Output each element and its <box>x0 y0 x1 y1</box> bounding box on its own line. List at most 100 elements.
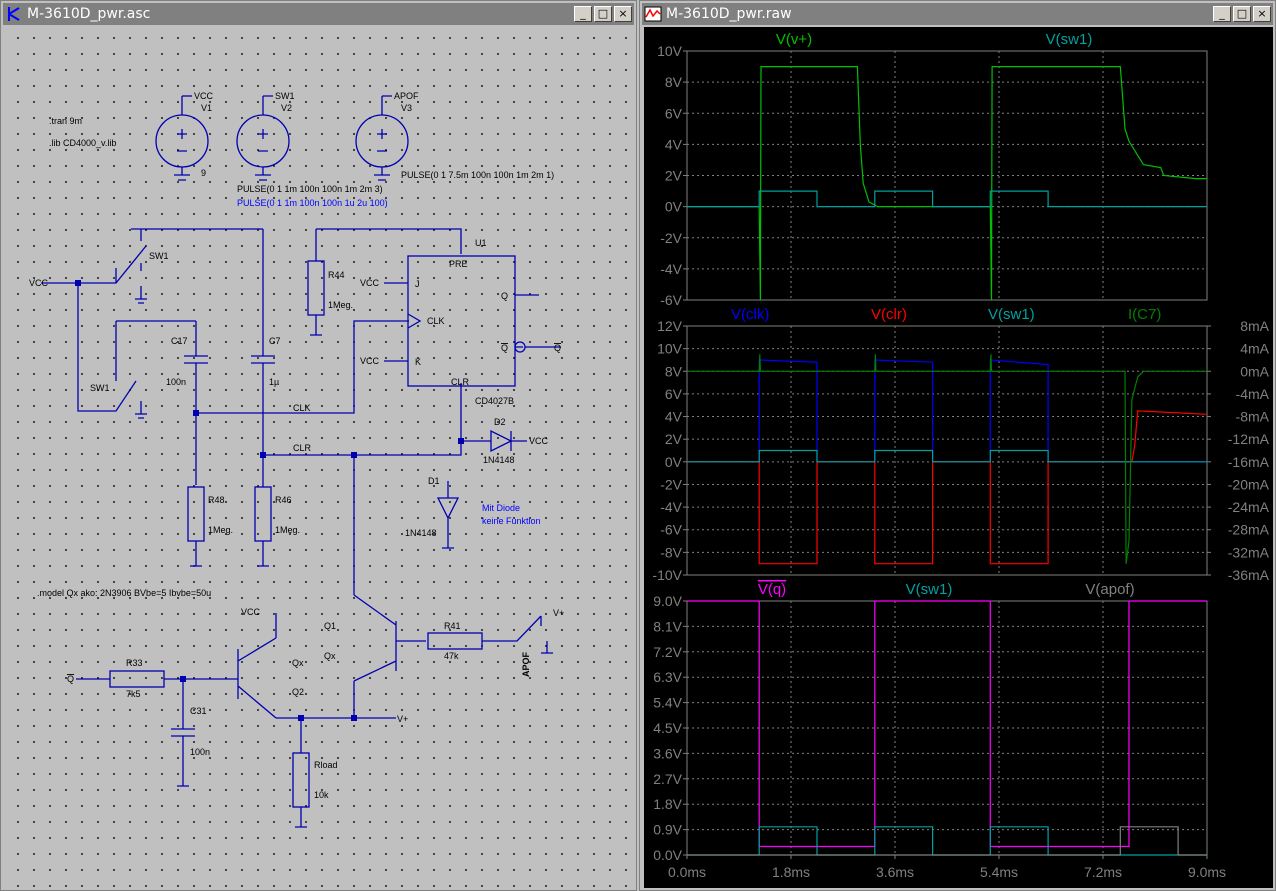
trace-i-c7[interactable] <box>687 354 1207 564</box>
minimize-button[interactable]: _ <box>1213 6 1231 22</box>
close-button[interactable]: × <box>1253 6 1271 22</box>
trace-label[interactable]: V(q) <box>758 581 786 598</box>
trace-v-sw1[interactable] <box>687 190 1207 208</box>
close-button[interactable]: × <box>614 6 632 22</box>
v3-name: V3 <box>401 103 412 113</box>
resistor-r48[interactable] <box>187 486 205 567</box>
u1-pin-qbar: Q <box>501 343 508 353</box>
switch-sw1-top[interactable] <box>41 228 263 304</box>
resistor-r46[interactable] <box>254 486 272 567</box>
u1-pin-k: K <box>415 357 421 367</box>
trace-v-apof[interactable] <box>687 826 1207 856</box>
y-tick-label: -4V <box>660 261 682 277</box>
resistor-r33[interactable] <box>76 670 238 688</box>
x-tick-label: 0.0ms <box>668 864 706 880</box>
net-label-vcc-d2: VCC <box>529 436 549 446</box>
resistor-r41[interactable] <box>427 615 553 654</box>
maximize-button[interactable]: □ <box>1233 6 1251 22</box>
directive-model[interactable]: .model Qx ako: 2N3906 BVbe=5 Ibvbe=50u <box>37 588 211 598</box>
capacitor-c7[interactable] <box>251 229 275 455</box>
waveform-pane-2[interactable]: 12V10V8V6V4V2V0V-2V-4V-6V-8V-10V8mA4mA0m… <box>652 306 1269 583</box>
trace-label[interactable]: V(sw1) <box>906 581 953 598</box>
u1-name: U1 <box>475 238 487 248</box>
y-tick-label: -6V <box>660 292 682 308</box>
y-tick-label: 2V <box>665 431 683 447</box>
q1-name: Q1 <box>324 621 336 631</box>
y-tick-label: -2V <box>660 230 682 246</box>
net-label-vplus: V+ <box>397 714 408 724</box>
y-tick-label: 6V <box>665 386 683 402</box>
r33-name: R33 <box>126 658 143 668</box>
trace-v-sw1[interactable] <box>687 449 1207 463</box>
trace-v-q[interactable] <box>687 600 1207 848</box>
y2-tick-label: 4mA <box>1240 341 1269 357</box>
transistor-q2[interactable] <box>237 613 396 753</box>
schematic-window[interactable]: M-3610D_pwr.asc _ □ × <box>0 0 637 891</box>
directive-tran[interactable]: .tran 9m <box>49 116 82 126</box>
y-tick-label: 4.5V <box>653 720 682 736</box>
trace-label[interactable]: V(apof) <box>1085 581 1134 598</box>
resistor-r44[interactable] <box>307 228 462 336</box>
waveform-svg[interactable]: 10V8V6V4V2V0V-2V-4V-6VV(v+)V(sw1)12V10V8… <box>644 27 1273 888</box>
x-tick-label: 1.8ms <box>772 864 810 880</box>
c7-name: C7 <box>269 336 281 346</box>
net-label-clr: CLR <box>293 443 312 453</box>
trace-label[interactable]: V(clr) <box>871 306 907 323</box>
capacitor-c17[interactable] <box>184 321 208 413</box>
y-tick-label: 7.2V <box>653 644 682 660</box>
directive-lib[interactable]: .lib CD4000_v.lib <box>49 138 116 148</box>
c17-name: C17 <box>171 336 188 346</box>
maximize-button[interactable]: □ <box>594 6 612 22</box>
y-tick-label: 10V <box>657 341 683 357</box>
net-label-clk: CLK <box>293 403 311 413</box>
trace-v-clk[interactable] <box>687 359 1207 463</box>
schematic-canvas[interactable]: .tran 9m .lib CD4000_v.lib .model Qx ako… <box>5 27 634 888</box>
trace-label[interactable]: V(clk) <box>731 306 769 323</box>
trace-v-v[interactable] <box>687 65 1207 301</box>
schematic-titlebar[interactable]: M-3610D_pwr.asc _ □ × <box>3 3 634 25</box>
schematic-window-title: M-3610D_pwr.asc <box>27 6 151 22</box>
r44-name: R44 <box>328 270 345 280</box>
r48-value: 1Meg. <box>208 525 233 535</box>
diode-d1[interactable] <box>436 481 460 549</box>
u1-pin-pre: PRE <box>449 259 468 269</box>
trace-label[interactable]: I(C7) <box>1128 306 1161 323</box>
resistor-rload[interactable] <box>292 752 310 828</box>
trace-label[interactable]: V(sw1) <box>1046 31 1093 48</box>
schematic-app-icon <box>8 7 20 21</box>
y-tick-label: -4V <box>660 499 682 515</box>
capacitor-c31[interactable] <box>171 679 195 787</box>
trace-label[interactable]: V(v+) <box>776 31 812 48</box>
y-tick-label: 3.6V <box>653 745 682 761</box>
sw1-top-label: SW1 <box>149 251 169 261</box>
v2-alt-value: PULSE(0 1 1m 100n 100n 1u 2u 100) <box>237 198 388 208</box>
r41-name: R41 <box>444 621 461 631</box>
minimize-button[interactable]: _ <box>574 6 592 22</box>
comment-line1: Mit Diode <box>482 503 520 513</box>
trace-v-sw1[interactable] <box>687 826 1207 856</box>
diode-d2[interactable] <box>461 429 527 453</box>
y-tick-label: 4V <box>665 136 683 152</box>
net-label-qbar-out: Q <box>554 343 561 353</box>
d1-name: D1 <box>428 476 440 486</box>
schematic-drawing[interactable]: .tran 9m .lib CD4000_v.lib .model Qx ako… <box>5 27 634 888</box>
net-label-sw1: SW1 <box>275 91 295 101</box>
voltage-source-v2[interactable] <box>236 95 290 181</box>
u1-pin-q: Q <box>501 291 508 301</box>
voltage-source-v3[interactable] <box>355 95 409 181</box>
net-label-vcc-k: VCC <box>360 356 380 366</box>
y-tick-label: -8V <box>660 544 682 560</box>
flipflop-u1[interactable] <box>384 255 561 387</box>
voltage-source-v1[interactable] <box>155 95 209 181</box>
trace-label[interactable]: V(sw1) <box>988 306 1035 323</box>
waveform-titlebar[interactable]: M-3610D_pwr.raw _ □ × <box>642 3 1273 25</box>
v3-value: PULSE(0 1 7.5m 100n 100n 1m 2m 1) <box>401 170 554 180</box>
y-tick-label: 8V <box>665 363 683 379</box>
waveform-pane-3[interactable]: 9.0V8.1V7.2V6.3V5.4V4.5V3.6V2.7V1.8V0.9V… <box>653 581 1226 880</box>
r33-value: 7k5 <box>126 689 141 699</box>
switch-sw1-bottom[interactable] <box>77 283 196 419</box>
transistor-q1[interactable] <box>353 594 426 719</box>
